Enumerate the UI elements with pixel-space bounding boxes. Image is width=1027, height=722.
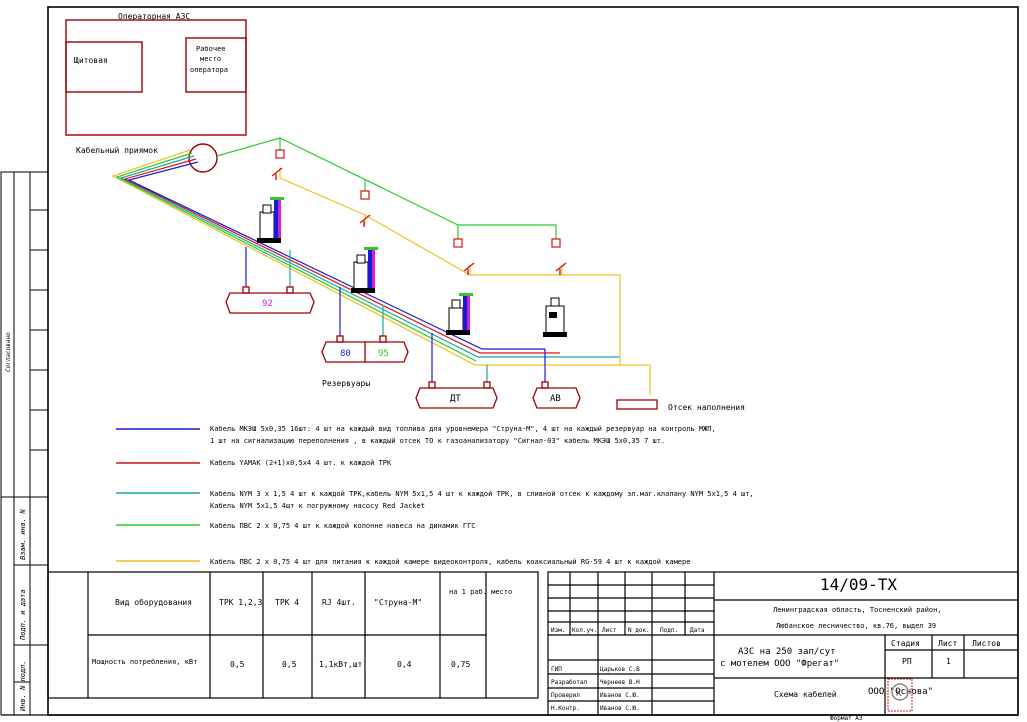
side-inv-replace-label: Взам. инв. N — [19, 509, 27, 560]
filling-compartment — [616, 399, 658, 410]
speaker-icons — [275, 149, 561, 248]
filling-compartment-label: Отсек наполнения — [668, 403, 745, 412]
rev-header-data: Дата — [690, 627, 705, 634]
title-stage-header: Стадия — [891, 639, 920, 648]
rev-header-ndok: N док. — [628, 627, 650, 634]
tank-av — [532, 381, 581, 409]
equipment-val-struna: 0,4 — [397, 660, 412, 669]
company-logo: K — [887, 678, 913, 712]
operator-place-line2: место — [200, 55, 221, 63]
title-company: ООО "Основа" — [868, 687, 933, 697]
tanks-group-label: Резервуары — [322, 379, 370, 388]
side-inv-orig-label: Инв. N подл. — [19, 660, 27, 712]
role-developer: Разработал — [551, 679, 588, 686]
title-format: Формат А3 — [830, 715, 863, 722]
tank-92 — [225, 286, 315, 314]
title-sheets-header: Листов — [972, 639, 1001, 648]
legend — [116, 428, 200, 562]
legend-yellow-line1: Кабель ПВС 2 х 0,75 4 шт для питания к к… — [210, 558, 690, 566]
rev-header-list: Лист — [602, 627, 617, 634]
tank-92-label: 92 — [262, 299, 273, 309]
operator-building — [65, 19, 247, 136]
equipment-header-label: Вид оборудования — [115, 597, 192, 607]
side-agreed-label: Согласовано — [5, 332, 12, 372]
role-gip-name: Царьков С.В — [600, 666, 640, 673]
operator-place-line3: оператора — [190, 66, 228, 74]
equipment-col-workplace: на 1 раб. место — [449, 588, 512, 596]
title-stage-value: РП — [902, 657, 912, 666]
tank-80-95 — [321, 335, 409, 363]
cable-pit-circle — [188, 143, 218, 173]
role-gip: ГИП — [551, 666, 562, 673]
tank-av-label: АВ — [550, 394, 561, 404]
equipment-val-trk123: 0,5 — [230, 660, 245, 669]
legend-green-line1: Кабель ПВС 2 х 0,75 4 шт к каждой колонн… — [210, 522, 476, 530]
operator-place-line1: Рабочее — [196, 45, 226, 53]
title-object-line1: АЗС на 250 зап/сут — [738, 647, 836, 657]
side-stamp — [0, 171, 49, 715]
legend-red-line1: Кабель YAMAK (2+1)х0,5х4 4 шт. к каждой … — [210, 459, 392, 467]
title-sheet-header: Лист — [938, 639, 957, 648]
equipment-table — [47, 571, 539, 699]
equipment-col-workplace-text: на 1 раб. место — [449, 588, 512, 596]
role-checker: Проверил — [551, 692, 580, 699]
title-doc-title: Схема кабелей — [774, 689, 837, 699]
title-location-line1: Ленинградская область, Тосненский район, — [773, 606, 942, 614]
camera-icons — [271, 167, 567, 275]
title-sheet-value: 1 — [946, 657, 951, 666]
dispenser-4 — [543, 297, 567, 337]
equipment-col-struna: "Струна-М" — [374, 598, 422, 607]
dispenser-2 — [351, 247, 378, 293]
tank-95-label: 95 — [378, 349, 389, 359]
dispenser-1 — [257, 197, 284, 243]
equipment-col-trk123: ТРК 1,2,3 — [219, 598, 263, 607]
panel-room-label: Щитовая — [74, 56, 108, 65]
tank-drop-cables — [245, 247, 546, 382]
equipment-row-label: Мощность потребления, кВт — [92, 658, 197, 666]
tank-80-label: 80 — [340, 349, 351, 359]
company-logo-letter: K — [896, 689, 902, 699]
cable-trunk — [111, 149, 651, 395]
role-normcontrol-name: Иванов С.Ю. — [600, 705, 640, 712]
role-developer-name: Чернеев В.Н — [600, 679, 640, 686]
role-normcontrol: Н.Контр. — [551, 705, 580, 712]
equipment-val-rj: 1,1кВт,шт — [319, 660, 363, 669]
equipment-col-trk4: ТРК 4 — [275, 598, 299, 607]
legend-blue-line2: 1 шт на сигнализацию переполнения , в ка… — [210, 437, 665, 445]
title-object-line2: с мотелем ООО "Фрегат" — [720, 659, 839, 669]
tank-dt-label: ДТ — [450, 394, 461, 404]
equipment-val-workplace: 0,75 — [451, 660, 470, 669]
rev-header-koluch: Кол.уч. — [572, 627, 597, 634]
legend-teal-line2: Кабель NYM 5x1,5 4шт к погружному насосу… — [210, 502, 425, 510]
legend-teal-line1: Кабель NYM 3 x 1,5 4 шт к каждой ТРК,каб… — [210, 490, 754, 498]
equipment-col-rj: RJ 4шт. — [322, 598, 356, 607]
side-sign-date-label: Подп. и дата — [19, 589, 27, 641]
building-title: Операторная АЗС — [118, 12, 190, 21]
equipment-val-trk4: 0,5 — [282, 660, 297, 669]
dispenser-3 — [446, 293, 473, 335]
rev-header-podp: Подп. — [660, 627, 678, 634]
title-location-line2: Любанское лесничество, кв.76, выдел 39 — [776, 622, 936, 630]
title-block-grid — [547, 571, 1019, 716]
rev-header-izm: Изм. — [551, 627, 565, 634]
title-code: 14/09-ТХ — [820, 575, 897, 594]
tank-dt — [415, 381, 498, 409]
cable-pit-label: Кабельный приямок — [76, 145, 158, 155]
yellow-camera-cable — [279, 168, 621, 365]
role-checker-name: Иванов С.Ю. — [600, 692, 640, 699]
legend-blue-line1: Кабель МКЭШ 5х0,35 16шт: 4 шт на каждый … — [210, 425, 716, 433]
